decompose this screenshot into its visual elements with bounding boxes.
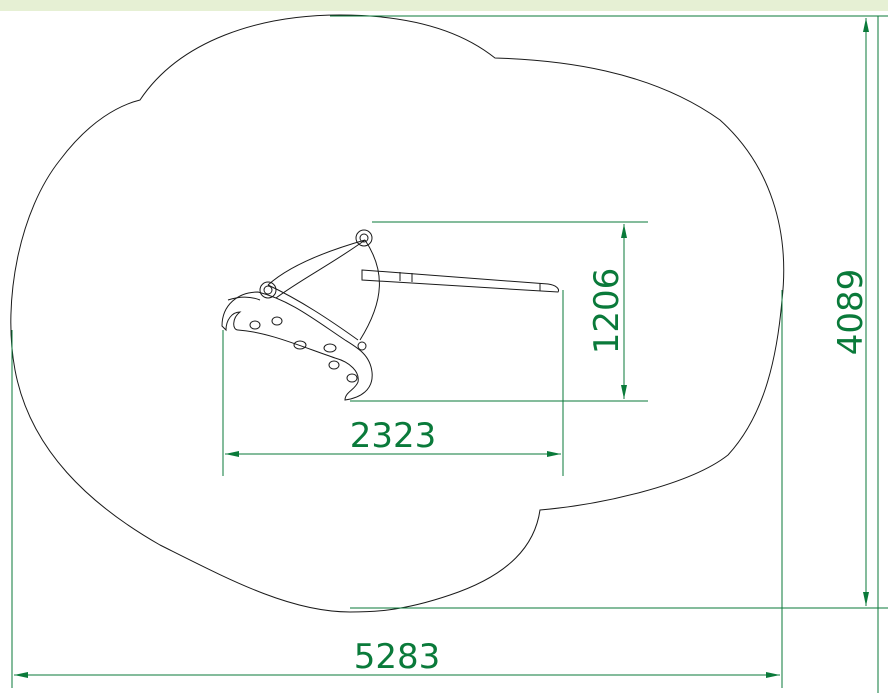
- spinner-equipment: [221, 229, 559, 401]
- dimension-equipment-depth: [350, 221, 648, 402]
- equipment-arm: [361, 269, 559, 293]
- dimension-label-equipment-width: 2323: [350, 416, 437, 456]
- dimension-label-equipment-depth: 1206: [587, 268, 627, 355]
- dimension-label-safety-zone-width: 5283: [354, 637, 441, 677]
- dimension-equipment-width: [222, 290, 564, 476]
- dimension-safety-zone-depth: [330, 15, 888, 693]
- top-pivot: [355, 229, 373, 247]
- safety-zone-outline: [10, 14, 785, 613]
- dimension-label-safety-zone-depth: 4089: [831, 269, 871, 356]
- equipment-net: [267, 239, 366, 286]
- left-pivot: [259, 281, 277, 299]
- equipment-seat: [221, 291, 373, 401]
- dimension-safety-zone-width: [11, 290, 783, 688]
- banner-text-fragment: [310, 0, 680, 6]
